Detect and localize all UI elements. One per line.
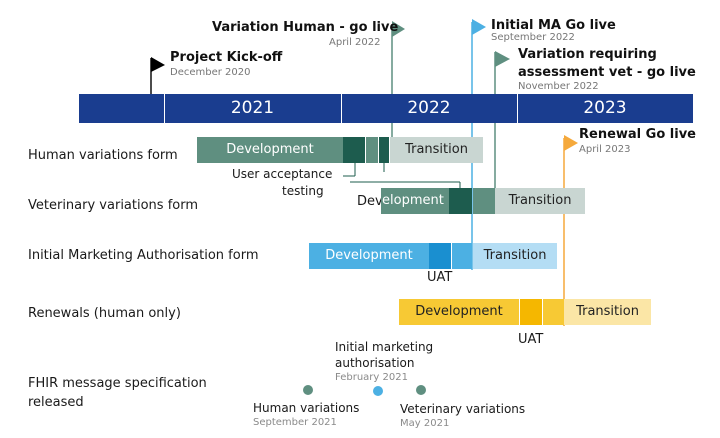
human-golive-date: April 2022 <box>329 37 381 48</box>
fhir-vet-dot <box>416 385 426 395</box>
year-2021: 2021 <box>230 98 275 118</box>
human-golive-flag-icon <box>392 21 405 37</box>
vet-golive-date: November 2022 <box>518 81 599 92</box>
fhir-initial-date: February 2021 <box>335 372 408 383</box>
kickoff-date: December 2020 <box>170 67 251 78</box>
vet-transition-bar: Transition <box>495 188 585 214</box>
vet-development-bar: elopment <box>381 188 450 214</box>
human-uat-label-2: testing <box>282 184 324 198</box>
fhir-vet-date: May 2021 <box>400 418 450 429</box>
ima-development-bar: Development <box>309 243 429 269</box>
year-divider <box>341 94 342 123</box>
fhir-vet-label: Veterinary variations <box>400 402 526 416</box>
row-label-renewals: Renewals (human only) <box>28 306 181 321</box>
fhir-human-label: Human variations <box>253 401 360 415</box>
vet-dev-label-left: Dev <box>357 194 383 209</box>
year-bar <box>79 94 693 123</box>
human-transition-bar: Transition <box>390 137 483 163</box>
human-uat-bar <box>343 137 365 163</box>
human-uat-label-1: User acceptance <box>232 167 333 181</box>
human-golive-title: Variation Human - go live <box>212 20 399 35</box>
vet-uat-bar <box>449 188 472 214</box>
vet-golive-title-1: Variation requiring <box>518 47 657 62</box>
renewal-golive-date: April 2023 <box>579 144 631 155</box>
kickoff-title: Project Kick-off <box>170 50 283 65</box>
vet-golive-title-2: assessment vet - go live <box>518 65 696 80</box>
renewal-transition-bar: Transition <box>564 299 651 325</box>
renewal-development-bar: Development <box>399 299 519 325</box>
vet-development-bar-2 <box>473 188 495 214</box>
renewal-uat-bar <box>520 299 542 325</box>
human-development-bar: Development <box>197 137 343 163</box>
year-2023: 2023 <box>583 98 627 118</box>
row-label-human: Human variations form <box>28 148 178 163</box>
row-label-ima: Initial Marketing Authorisation form <box>28 248 259 263</box>
human-uat-bar <box>379 137 389 163</box>
renewal-golive-title: Renewal Go live <box>579 127 696 142</box>
ma-golive-flag-icon <box>472 19 486 35</box>
vet-golive-flag-icon <box>495 51 510 67</box>
renewal-uat-label: UAT <box>518 332 544 347</box>
row-label-fhir-2: released <box>28 395 84 410</box>
renewal-development-bar-2 <box>543 299 564 325</box>
ima-development-bar-2 <box>452 243 472 269</box>
year-divider <box>517 94 518 123</box>
fhir-initial-dot <box>373 386 383 396</box>
ima-uat-label: UAT <box>427 270 453 285</box>
year-2022: 2022 <box>407 98 451 118</box>
fhir-human-date: September 2021 <box>253 417 337 428</box>
ma-golive-date: September 2022 <box>491 32 575 43</box>
fhir-human-dot <box>303 385 313 395</box>
human-uat-bar <box>366 137 378 163</box>
ma-golive-title: Initial MA Go live <box>491 18 616 33</box>
ima-uat-bar <box>429 243 451 269</box>
renewal-flag-icon <box>564 135 578 151</box>
fhir-initial-label-1: Initial marketing <box>335 340 434 354</box>
kickoff-flag-icon <box>151 57 165 72</box>
row-label-fhir-1: FHIR message specification <box>28 376 207 391</box>
row-label-vet: Veterinary variations form <box>28 198 199 213</box>
year-divider <box>164 94 165 123</box>
fhir-initial-label-2: authorisation <box>335 356 415 370</box>
ima-transition-bar: Transition <box>473 243 557 269</box>
